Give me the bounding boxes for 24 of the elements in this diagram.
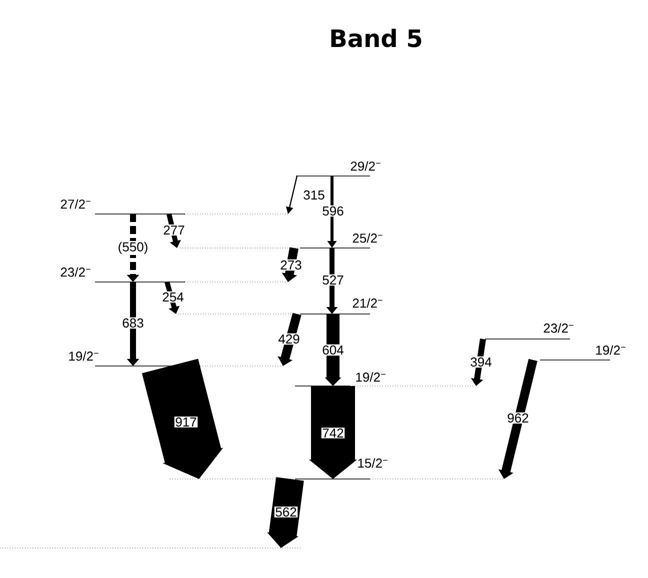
edge-label: 394: [469, 356, 493, 368]
edge-label: 683: [121, 317, 145, 329]
edge-label: 429: [277, 333, 301, 345]
edge-label: 315: [302, 189, 326, 201]
energy-level: 19/2$^{−}$: [540, 345, 626, 360]
title: Band 5: [331, 28, 422, 48]
energy-level: 25/2$^{−}$: [180, 233, 382, 248]
edge-label: 604: [321, 344, 345, 356]
edge-label: 562: [274, 506, 298, 518]
edge-label: 527: [321, 274, 345, 286]
edge-label: 254: [161, 291, 185, 303]
edge-label: 742: [320, 427, 346, 439]
energy-level: 23/2$^{−}$: [484, 323, 574, 340]
energy-level: 19/2$^{−}$: [294, 372, 476, 386]
edge-label: 917: [174, 416, 198, 428]
energy-level: 29/2$^{−}$: [296, 161, 380, 176]
edge-label: 962: [506, 412, 530, 424]
energy-level: 15/2$^{−}$: [170, 458, 504, 480]
energy-level: 27/2$^{−}$: [60, 199, 288, 214]
edge-label: 273: [279, 259, 303, 271]
edge-label: (550): [116, 240, 150, 256]
energy-level: 19/2$^{−}$: [69, 351, 284, 366]
edge-label: 277: [162, 224, 186, 236]
edge-label: 596: [321, 205, 345, 217]
